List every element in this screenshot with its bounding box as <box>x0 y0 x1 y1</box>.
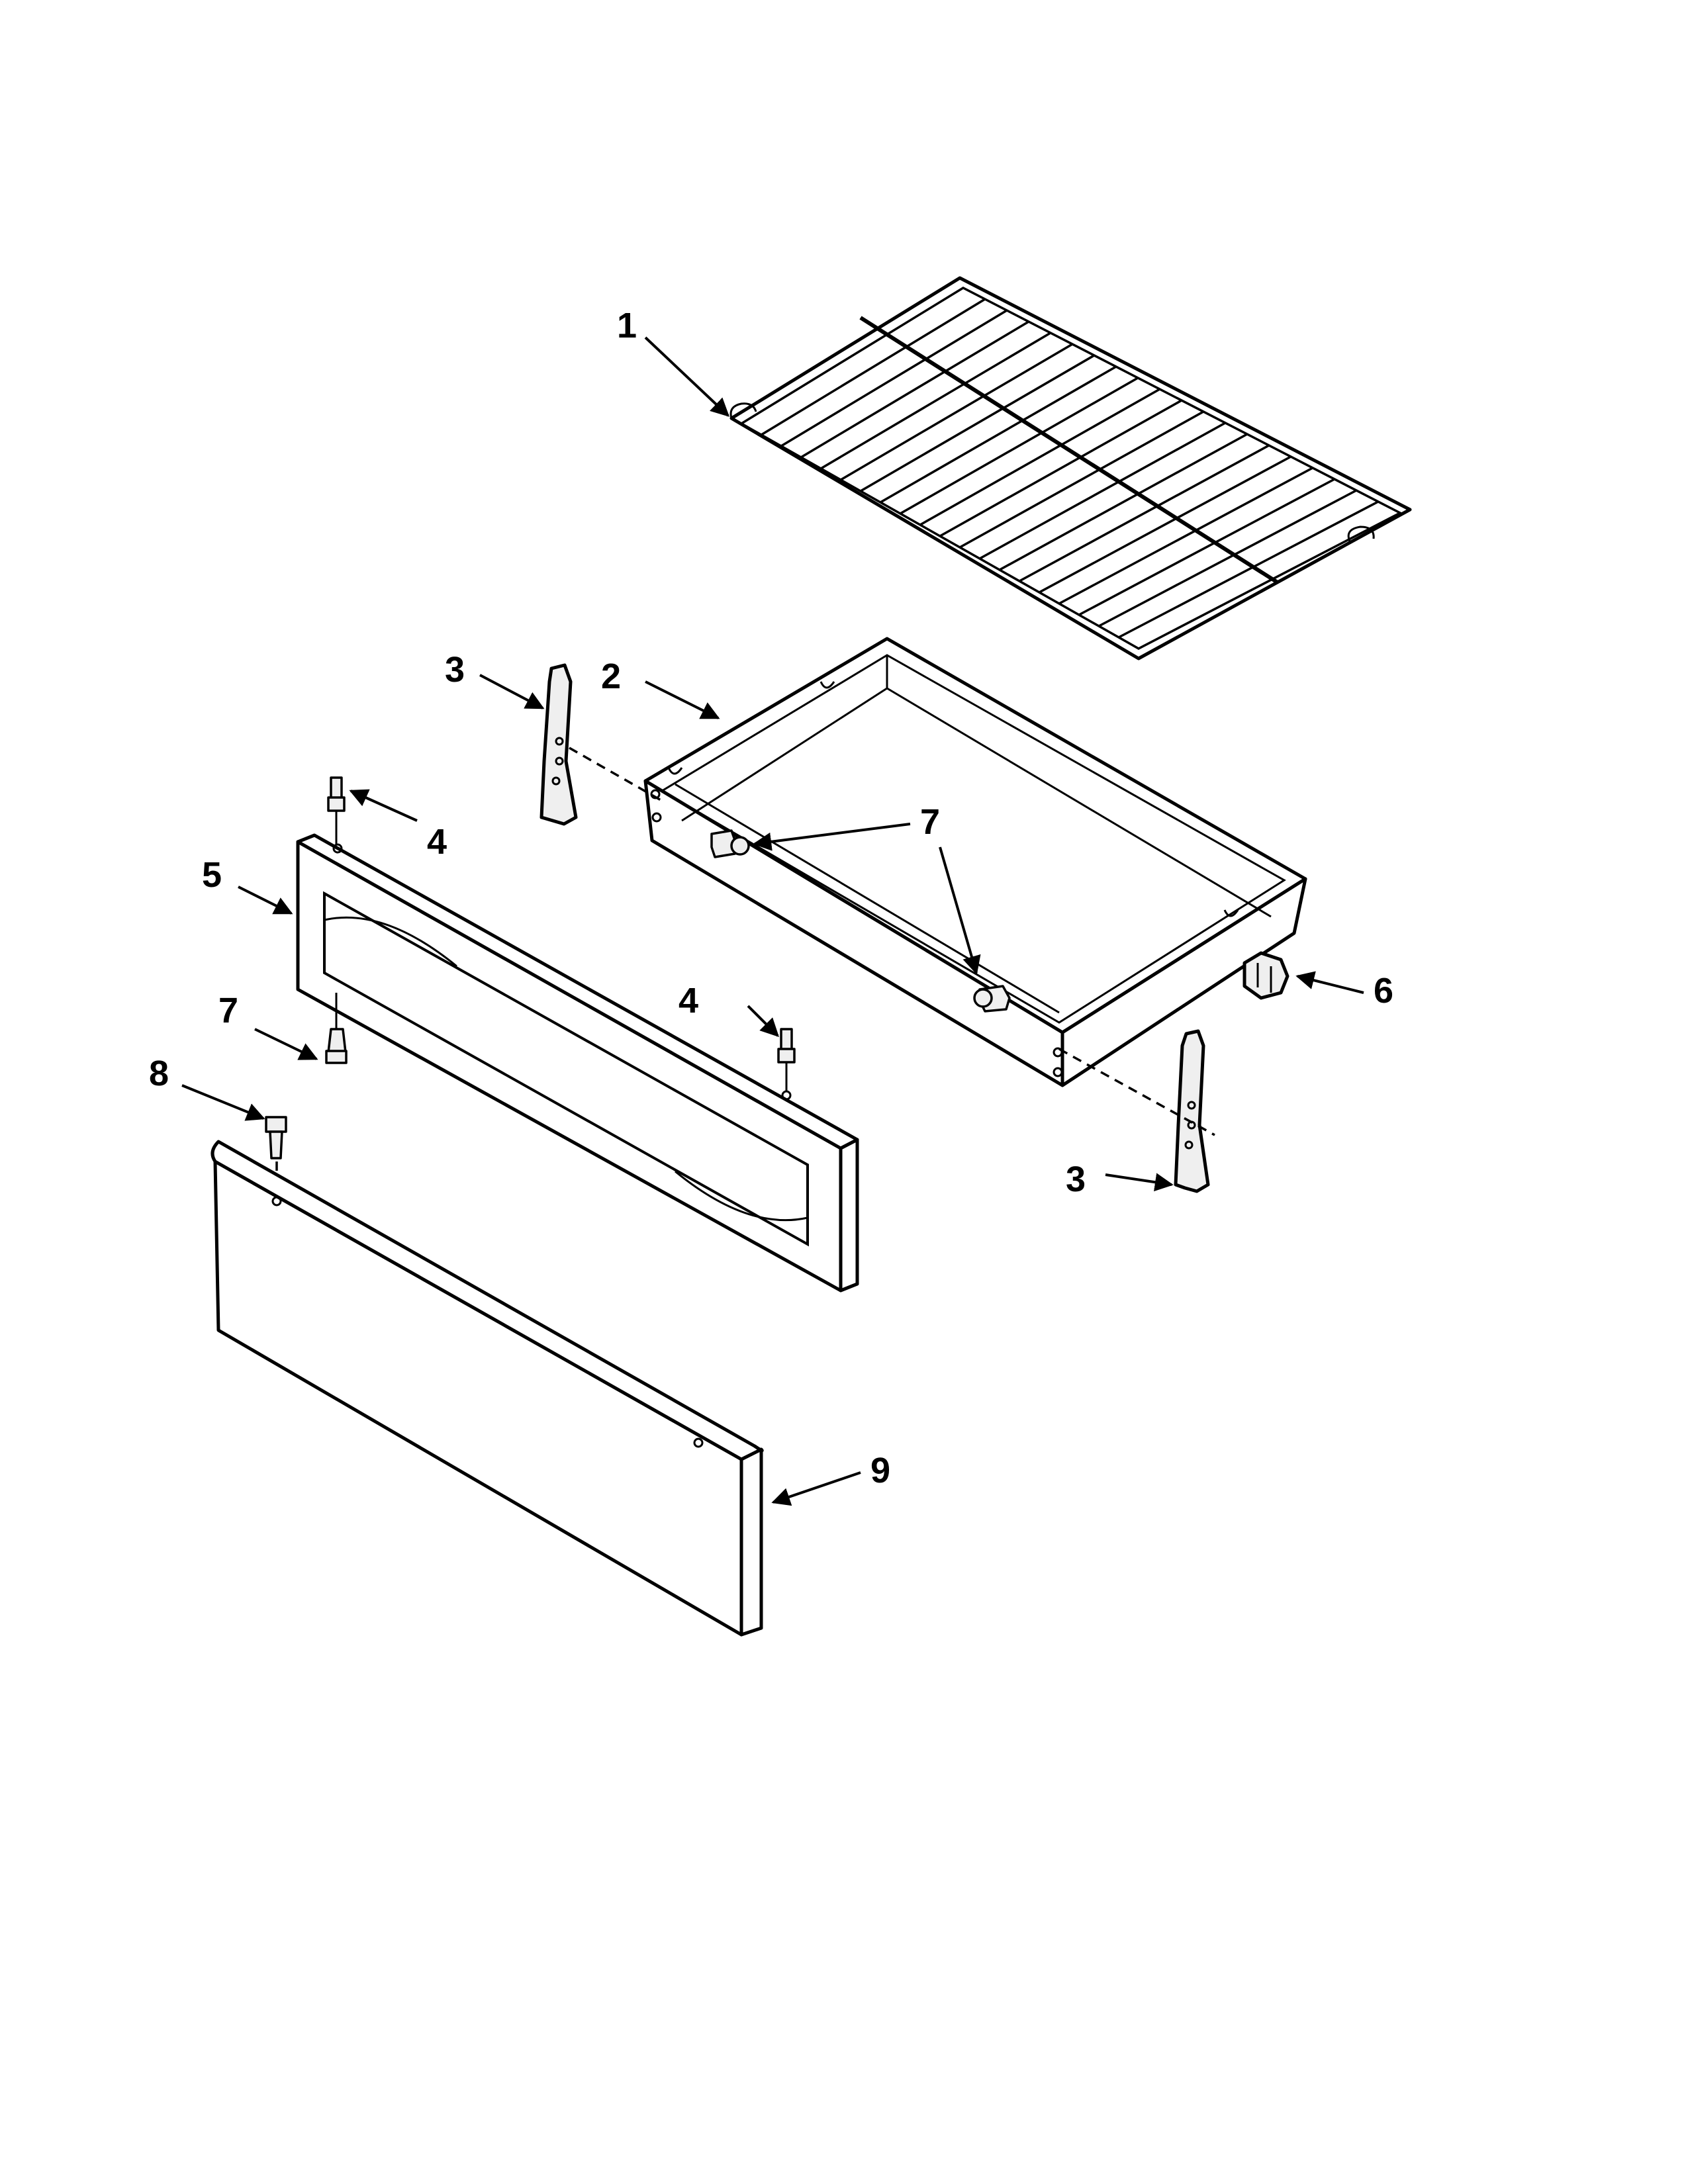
part-drawer-body <box>643 637 1307 1087</box>
part-drawer-slide-left <box>539 663 578 826</box>
part-screw-panel <box>325 993 348 1064</box>
callout-4-right: 4 <box>679 981 698 1021</box>
part-clip <box>1243 951 1289 1000</box>
callout-7-drawer: 7 <box>920 802 940 842</box>
part-stud-right <box>777 1028 796 1092</box>
rack-wire <box>761 298 986 436</box>
callout-7-panel: 7 <box>218 991 238 1030</box>
rack-wire <box>1098 489 1357 627</box>
part-screw-drawer-right <box>973 985 1011 1013</box>
callout-2: 2 <box>601 657 621 696</box>
rack-wire <box>900 377 1139 515</box>
rack-wire <box>860 354 1095 492</box>
rack-wire <box>880 365 1117 504</box>
rack-wire <box>780 309 1008 447</box>
leader-lines <box>181 336 1364 1506</box>
part-drawer-outer-panel <box>211 1140 764 1637</box>
callout-1: 1 <box>617 306 637 345</box>
callout-4-left: 4 <box>427 822 447 862</box>
part-screw-drawer-left <box>710 829 750 858</box>
rack-wire <box>919 388 1160 526</box>
callout-3-right: 3 <box>1066 1160 1086 1199</box>
rack-wire <box>800 320 1029 459</box>
callout-3-left: 3 <box>445 650 465 690</box>
part-drawer-front-panel <box>296 833 859 1293</box>
rack-wire <box>939 399 1182 537</box>
rack-wire <box>840 343 1073 481</box>
rack-wire <box>1058 467 1313 605</box>
part-stud-left <box>327 776 346 844</box>
rack-wire <box>820 332 1051 470</box>
rack-wire <box>1039 455 1291 594</box>
rack-wire <box>1019 444 1270 582</box>
rack-wire <box>1078 478 1335 616</box>
part-drawer-slide-right <box>1174 1029 1210 1193</box>
part-oven-rack <box>729 276 1412 660</box>
rack-wire <box>959 410 1204 549</box>
rack-wire <box>1118 500 1379 639</box>
callout-9: 9 <box>870 1451 890 1490</box>
callout-8: 8 <box>149 1054 169 1093</box>
rack-wire <box>999 433 1248 571</box>
callout-6: 6 <box>1374 971 1393 1011</box>
rack-grid-wires <box>761 298 1379 639</box>
rack-wire <box>979 422 1226 560</box>
callout-5: 5 <box>202 855 222 895</box>
